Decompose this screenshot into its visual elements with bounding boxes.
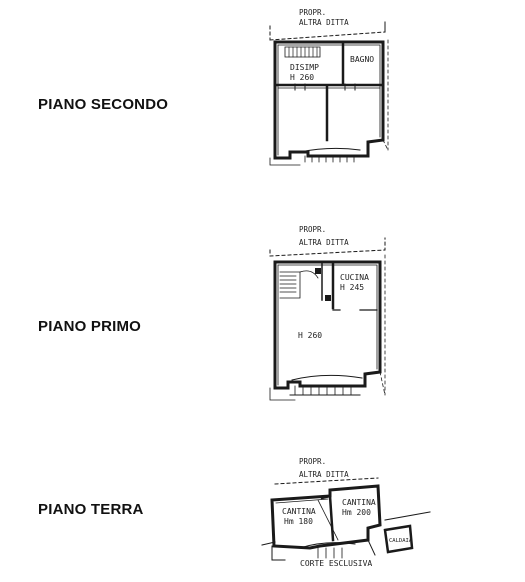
neighbor-label-second-2: ALTRA DITTA [299,18,349,27]
room-cantina-2-name: CANTINA [342,498,376,507]
plan-first-floor [269,237,386,401]
room-cantina-1-height: Hm 180 [284,517,313,526]
neighbor-label-first-2: ALTRA DITTA [299,238,349,247]
room-disimp-height: H 260 [290,73,314,82]
room-cucina-height: H 245 [340,283,364,292]
room-cucina-name: CUCINA [340,273,369,282]
court-label: CORTE ESCLUSIVA [300,559,372,568]
plan-ground-floor [261,477,431,561]
floor-title-ground: PIANO TERRA [38,501,144,518]
room-cantina-1-name: CANTINA [282,507,316,516]
floor-title-second: PIANO SECONDO [38,96,169,113]
neighbor-label-first-1: PROPR. [299,225,326,234]
room-main-height: H 260 [298,331,322,340]
room-disimp-name: DISIMP [290,63,319,72]
room-cantina-2-height: Hm 200 [342,508,371,517]
room-caldaia-name: CALDAIA [389,538,413,544]
plan-second-floor [269,21,389,166]
neighbor-label-ground-1: PROPR. [299,457,326,466]
neighbor-label-second-1: PROPR. [299,8,326,17]
room-bagno-name: BAGNO [350,55,374,64]
floor-title-first: PIANO PRIMO [38,318,142,335]
neighbor-label-ground-2: ALTRA DITTA [299,470,349,479]
